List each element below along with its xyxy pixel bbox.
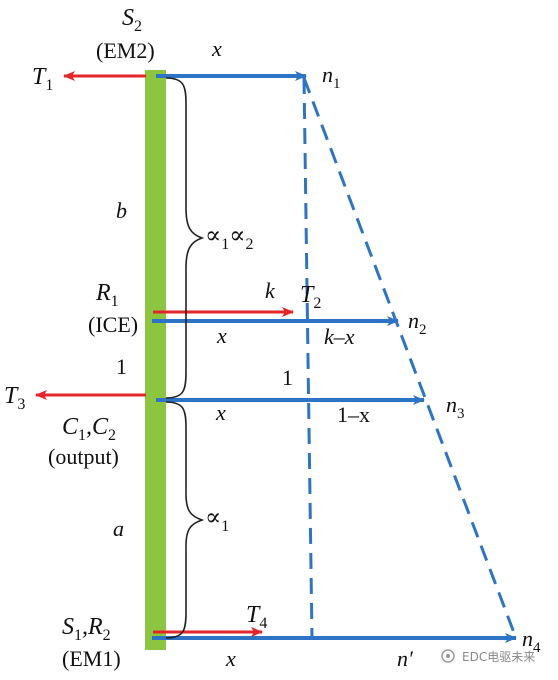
label-em2: (EM2) (96, 38, 155, 63)
label-em1: (EM1) (62, 646, 121, 671)
label-s2: S2 (122, 5, 142, 35)
watermark-logo-dot-icon (446, 654, 450, 658)
label-t4: T4 (246, 602, 267, 632)
label-t2: T2 (300, 282, 321, 312)
label-a: a (113, 516, 124, 541)
label-ratio-top: ∝1∝2 (205, 223, 254, 253)
label-n2: n2 (408, 308, 427, 338)
label-c1c2: C1,C2 (62, 414, 116, 444)
label-x-low: x (215, 400, 226, 425)
label-k: k (265, 278, 276, 303)
label-one-mid: 1 (282, 365, 293, 390)
label-x-mid: x (216, 323, 227, 348)
dashed-vertical-line (302, 77, 314, 639)
label-b: b (116, 198, 127, 223)
label-s1r2: S1,R2 (62, 614, 111, 644)
brace-top (165, 77, 205, 399)
label-n1: n1 (322, 62, 341, 92)
label-x-top: x (211, 36, 222, 61)
dashed-diagonal-line (302, 77, 518, 639)
watermark-text: EDC电驱未来 (462, 650, 535, 664)
label-one-minus-x: 1–x (337, 402, 370, 427)
label-n4: n4 (522, 626, 541, 656)
lever-shaft (145, 70, 166, 650)
brace-bottom (165, 401, 205, 639)
label-ratio-bottom: ∝1 (205, 505, 229, 535)
label-ice: (ICE) (88, 312, 138, 337)
watermark: EDC电驱未来 (441, 649, 535, 664)
label-k-minus-x: k–x (324, 324, 355, 349)
label-one-left: 1 (116, 354, 127, 379)
label-r1: R1 (95, 280, 119, 310)
label-output: (output) (48, 444, 119, 469)
label-n3: n3 (446, 392, 465, 422)
label-x-bottom: x (225, 646, 236, 671)
watermark-logo-icon (441, 649, 455, 663)
label-t1: T1 (32, 64, 53, 94)
label-t3: T3 (4, 383, 25, 413)
label-n-prime: n′ (397, 646, 414, 671)
